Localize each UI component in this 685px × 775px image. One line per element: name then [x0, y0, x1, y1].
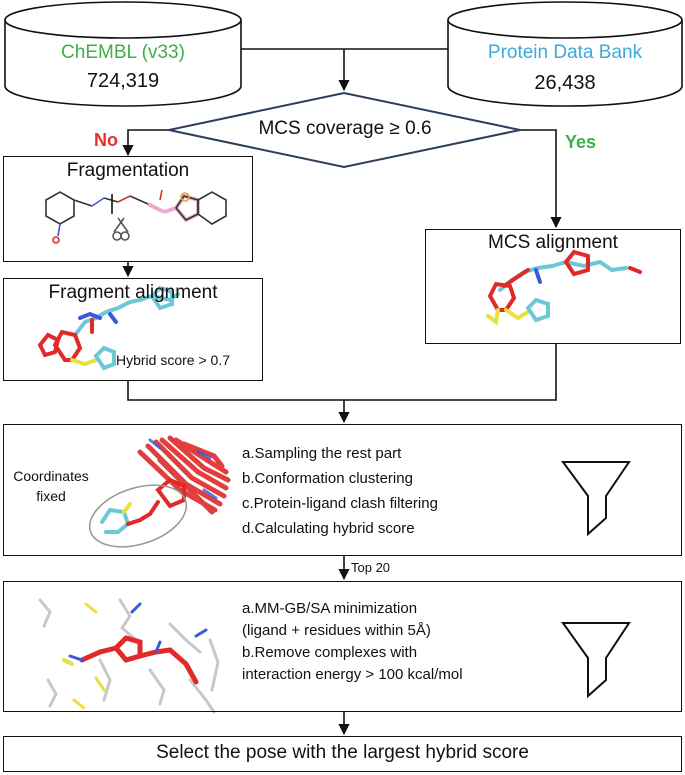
chembl-database — [4, 1, 242, 107]
alignment-merge-connector — [127, 344, 557, 424]
sampling-step: b.Conformation clustering — [242, 470, 413, 487]
fixed-coordinates-ellipse — [88, 484, 188, 548]
minimization-pocket-scene — [38, 598, 220, 714]
fragmentation-molecule-sketch — [45, 189, 227, 244]
minimization-step: (ligand + residues within 5Å) — [242, 622, 431, 639]
hybrid-score-note: Hybrid score > 0.7 — [116, 352, 230, 368]
filter-funnel-icon-2 — [561, 622, 631, 699]
mcs-alignment-molecule — [486, 249, 642, 326]
decision-label: MCS coverage ≥ 0.6 — [258, 118, 432, 139]
pdb-count: 26,438 — [534, 72, 596, 94]
sampling-conformation-ensemble — [88, 435, 231, 548]
final-selection-box — [3, 736, 682, 772]
coordinates-fixed-label: Coordinates fixed — [8, 466, 94, 506]
fragment-alignment-title: Fragment alignment — [48, 282, 218, 303]
minimization-step: b.Remove complexes with — [242, 644, 418, 661]
sampling-box — [3, 424, 682, 556]
chembl-name: ChEMBL (v33) — [61, 42, 185, 63]
minimization-box — [3, 581, 682, 712]
fragment-alignment-molecule — [38, 285, 180, 371]
yes-branch-connector — [520, 129, 562, 229]
pdb-name: Protein Data Bank — [487, 42, 643, 63]
chembl-count: 724,319 — [86, 70, 160, 92]
sampling-steps: a.Sampling the rest part b.Conformation … — [242, 441, 438, 541]
minimization-step: a.MM-GB/SA minimization — [242, 600, 418, 617]
sampling-step: a.Sampling the rest part — [242, 445, 402, 462]
sampling-step: c.Protein-ligand clash filtering — [242, 495, 438, 512]
minimization-steps: a.MM-GB/SA minimization (ligand + residu… — [242, 598, 463, 686]
top-20-label: Top 20 — [351, 560, 391, 575]
merge-connector — [241, 48, 448, 92]
no-branch-connector — [122, 129, 169, 157]
mcs-alignment-title: MCS alignment — [488, 232, 618, 253]
fragmentation-box — [3, 156, 253, 262]
fragment-alignment-box — [3, 278, 263, 381]
filter-funnel-icon — [561, 461, 631, 537]
coordinates-label-line1: Coordinates — [13, 468, 89, 484]
sampling-step: d.Calculating hybrid score — [242, 520, 415, 537]
no-label: No — [94, 130, 118, 150]
final-selection-label: Select the pose with the largest hybrid … — [156, 742, 529, 763]
mcs-alignment-box — [425, 229, 681, 344]
yes-label: Yes — [565, 132, 597, 152]
minimization-step: interaction energy > 100 kcal/mol — [242, 666, 463, 683]
coordinates-label-line2: fixed — [36, 488, 66, 504]
fragmentation-title: Fragmentation — [66, 160, 190, 181]
pdb-database — [447, 1, 683, 107]
